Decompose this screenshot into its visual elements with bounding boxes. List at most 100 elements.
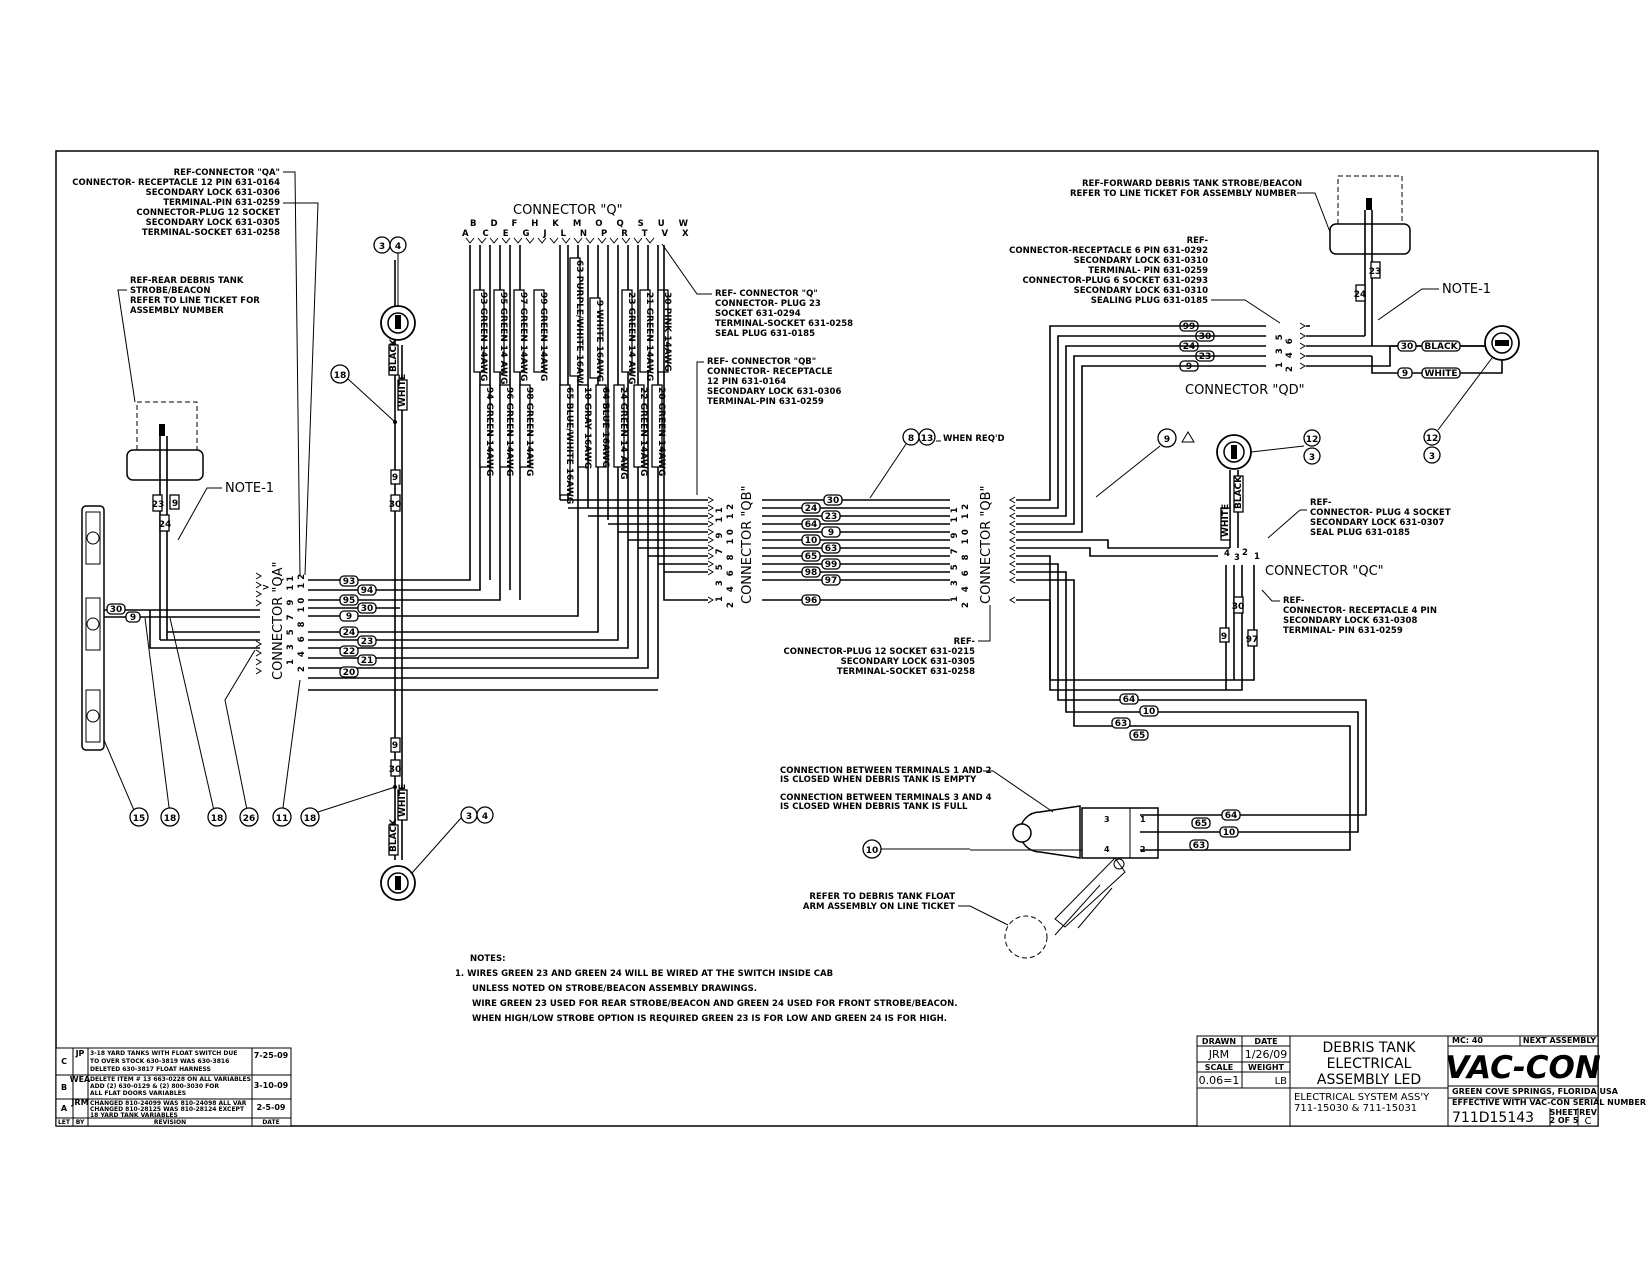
svg-text:2 4 6 8 10 12: 2 4 6 8 10 12 (961, 500, 971, 608)
svg-text:12 PIN 631-0164: 12 PIN 631-0164 (707, 377, 786, 387)
svg-text:JRM: JRM (70, 1098, 88, 1107)
svg-text:3-10-09: 3-10-09 (254, 1081, 289, 1090)
svg-text:WHITE: WHITE (1221, 504, 1231, 537)
svg-text:SECONDARY LOCK 631-0306: SECONDARY LOCK 631-0306 (146, 188, 280, 198)
svg-text:SECONDARY LOCK 631-0310: SECONDARY LOCK 631-0310 (1074, 256, 1208, 266)
svg-text:1. WIRES GREEN 23 AND GREEN 2: 1. WIRES GREEN 23 AND GREEN 24 WILL BE W… (455, 969, 833, 979)
svg-text:SEAL PLUG 631-0185: SEAL PLUG 631-0185 (715, 329, 815, 339)
svg-text:ELECTRICAL: ELECTRICAL (1327, 1056, 1412, 1072)
svg-text:CONNECTOR- RECEPTACLE 12 PIN 6: CONNECTOR- RECEPTACLE 12 PIN 631-0164 (72, 178, 280, 188)
rear-strobe-beacon (126, 401, 204, 640)
svg-text:TERMINAL- PIN 631-0259: TERMINAL- PIN 631-0259 (1088, 266, 1208, 276)
svg-text:2 4 6 8 10 12: 2 4 6 8 10 12 (726, 500, 736, 608)
svg-text:1 3 5 7 9 11: 1 3 5 7 9 11 (950, 504, 960, 602)
svg-text:7-25-09: 7-25-09 (254, 1051, 289, 1060)
qb-tags: 30 24 23 64 9 10 63 65 99 98 97 96 (801, 494, 843, 606)
svg-text:30: 30 (389, 500, 402, 510)
note1-left: NOTE-1 (225, 481, 274, 496)
svg-text:ELECTRICAL SYSTEM ASS'Y: ELECTRICAL SYSTEM ASS'Y (1294, 1092, 1430, 1103)
svg-text:REF-CONNECTOR "QA": REF-CONNECTOR "QA" (174, 168, 280, 178)
svg-text:10: 10 (805, 536, 818, 546)
svg-text:9: 9 (392, 473, 398, 483)
svg-text:SECONDARY LOCK 631-0305: SECONDARY LOCK 631-0305 (146, 218, 280, 228)
balloon-9: 9 (1157, 428, 1177, 448)
svg-text:99: 99 (1183, 322, 1196, 332)
balloon-3-4-top: 3 4 (373, 236, 407, 254)
svg-text:REV: REV (1579, 1108, 1598, 1117)
svg-text:1 3 5: 1 3 5 (1275, 332, 1285, 368)
svg-text:11: 11 (276, 814, 289, 824)
svg-text:GREEN COVE SPRINGS, FLORIDA US: GREEN COVE SPRINGS, FLORIDA USA (1452, 1087, 1619, 1096)
svg-text:63: 63 (825, 544, 838, 554)
forward-strobe-beacon (1329, 175, 1411, 346)
svg-text:22 GREEN 14AWG: 22 GREEN 14AWG (638, 387, 648, 476)
svg-text:18: 18 (164, 814, 177, 824)
svg-text:9: 9 (1186, 362, 1192, 372)
svg-text:SOCKET 631-0294: SOCKET 631-0294 (715, 309, 801, 319)
svg-text:REF-: REF- (1283, 596, 1305, 606)
when-reqd-label: WHEN REQ'D (943, 434, 1005, 444)
svg-text:REFER TO LINE TICKET FOR: REFER TO LINE TICKET FOR (130, 296, 260, 306)
svg-text:30: 30 (1199, 332, 1212, 342)
tag-rear-24: 24 (159, 514, 172, 532)
svg-text:CONNECTION BETWEEN TERMINALS 1: CONNECTION BETWEEN TERMINALS 1 AND 2 (780, 766, 992, 776)
svg-text:MC: 40: MC: 40 (1452, 1036, 1483, 1045)
svg-text:9: 9 (172, 499, 178, 509)
svg-text:99: 99 (825, 560, 838, 570)
svg-text:>: > (262, 583, 270, 593)
tag-rear-23: 23 (152, 494, 164, 512)
svg-text:12: 12 (1306, 435, 1319, 445)
svg-text:CONNECTOR "QD": CONNECTOR "QD" (1185, 383, 1305, 398)
rear-strobe-note: REF-REAR DEBRIS TANK STROBE/BEACON REFER… (117, 276, 260, 403)
svg-text:95: 95 (343, 596, 356, 606)
connector-qd: 1 3 5 2 4 6 CONNECTOR "QD" (1185, 322, 1306, 398)
svg-text:TERMINAL-PIN 631-0259: TERMINAL-PIN 631-0259 (707, 397, 824, 407)
svg-text:REF-: REF- (1187, 236, 1209, 246)
q-wire-labels-top: 93 GREEN 14AWG 95 GREEN 14 AWG 97 GREEN … (473, 257, 672, 391)
svg-text:2 4 6: 2 4 6 (1285, 336, 1295, 372)
svg-text:IS CLOSED WHEN DEBRIS TANK IS: IS CLOSED WHEN DEBRIS TANK IS FULL (780, 802, 968, 812)
svg-text:8: 8 (908, 434, 914, 444)
svg-text:18: 18 (304, 814, 317, 824)
connector-qb-left: 1 3 5 7 9 11 2 4 6 8 10 12 CONNECTOR "QB… (707, 486, 755, 608)
svg-text:10: 10 (1143, 707, 1156, 717)
svg-text:63: 63 (1193, 841, 1206, 851)
svg-text:24: 24 (159, 520, 172, 530)
revision-rows: C JP 3-18 YARD TANKS WITH FLOAT SWITCH D… (58, 1049, 289, 1126)
svg-text:ARM ASSEMBLY ON LINE TICKET: ARM ASSEMBLY ON LINE TICKET (803, 902, 955, 912)
svg-text:3: 3 (1309, 453, 1315, 463)
svg-text:9: 9 (130, 613, 136, 623)
svg-text:1/26/09: 1/26/09 (1245, 1048, 1287, 1061)
svg-text:CONNECTOR "QB": CONNECTOR "QB" (979, 486, 994, 605)
svg-text:REF-: REF- (954, 637, 976, 647)
svg-text:93 GREEN 14AWG: 93 GREEN 14AWG (478, 292, 488, 381)
svg-text:24: 24 (1183, 342, 1196, 352)
svg-text:DATE: DATE (1254, 1037, 1277, 1046)
svg-text:10: 10 (1223, 828, 1236, 838)
light-bar (81, 505, 105, 751)
vac-con-logo: VAC-CON (1445, 1050, 1601, 1086)
svg-text:23: 23 (825, 512, 838, 522)
svg-text:4: 4 (395, 242, 401, 252)
svg-text:DEBRIS TANK: DEBRIS TANK (1322, 1040, 1416, 1056)
balloon-12-3-right: 12 3 (1423, 428, 1441, 464)
svg-text:WHITE: WHITE (398, 374, 408, 407)
svg-text:NOTES:: NOTES: (470, 954, 505, 964)
svg-text:23 GREEN 14 AWG: 23 GREEN 14 AWG (626, 292, 636, 384)
svg-text:WEIGHT: WEIGHT (1248, 1063, 1285, 1072)
connector-qa: > CONNECTOR "QA" 1 3 5 7 9 11 2 4 6 8 10… (255, 562, 307, 680)
svg-text:JP: JP (75, 1049, 85, 1058)
qa-pins-even: 2 4 6 8 10 12 (297, 571, 307, 672)
svg-text:2-5-09: 2-5-09 (257, 1103, 286, 1112)
svg-text:EFFECTIVE WITH VAC-CON SERIAL: EFFECTIVE WITH VAC-CON SERIAL NUMBER (1452, 1098, 1646, 1107)
svg-text:STROBE/BEACON: STROBE/BEACON (130, 286, 211, 296)
qa-tags: 93 94 95 30 9 24 23 22 21 20 (339, 575, 377, 678)
balloon-8-13: 8 13 (902, 428, 936, 446)
svg-text:CONNECTOR-PLUG 6 SOCKET 631-02: CONNECTOR-PLUG 6 SOCKET 631-0293 (1022, 276, 1208, 286)
svg-text:BY: BY (76, 1119, 85, 1126)
svg-text:C: C (61, 1057, 67, 1066)
svg-text:30: 30 (1232, 602, 1245, 612)
svg-text:1 3 5 7 9 11: 1 3 5 7 9 11 (715, 504, 725, 602)
svg-text:SCALE: SCALE (1205, 1063, 1233, 1072)
svg-text:3: 3 (379, 242, 385, 252)
